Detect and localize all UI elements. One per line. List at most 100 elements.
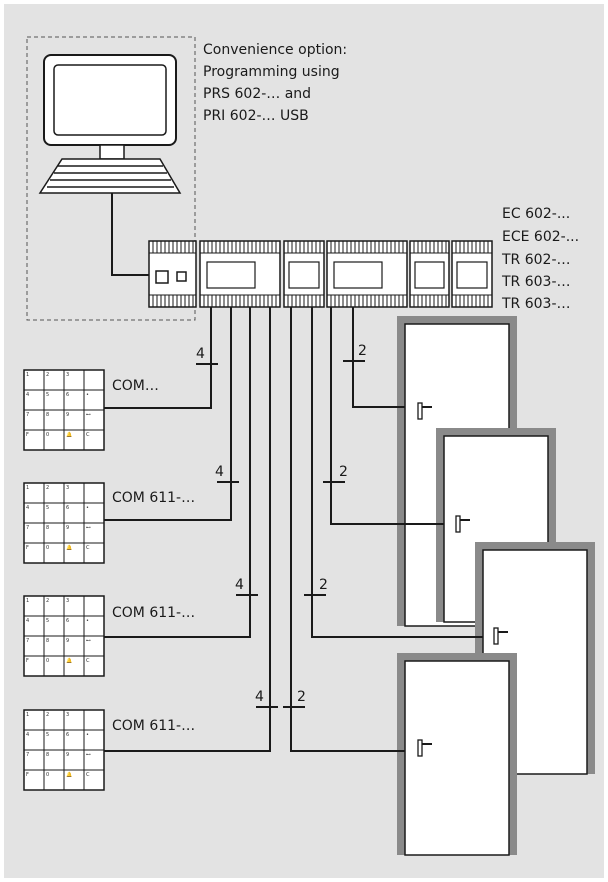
keypad-key: •	[86, 618, 89, 624]
wire-count-labels: 4 4 4 4 2 2 2 2	[196, 343, 367, 705]
convenience-option-box	[26, 36, 196, 321]
keypad-key: 9	[66, 638, 69, 644]
keypad-key: •	[86, 505, 89, 511]
rj45-port-icon	[155, 270, 169, 284]
keypad-key: 3	[66, 598, 69, 604]
keypad-key: C	[86, 772, 90, 778]
keypad-key: F	[26, 432, 29, 438]
keypad-wire-1	[104, 307, 212, 409]
keypad-key: 5	[46, 392, 49, 398]
wire-count-keypad-3: 4	[235, 577, 244, 593]
wire-count-door-3: 2	[319, 577, 328, 593]
keypad-key: 8	[46, 412, 49, 418]
keypad-wire-2	[104, 307, 232, 521]
door-wire-1	[352, 307, 405, 408]
keypad-key: 5	[46, 505, 49, 511]
computer-icon	[38, 54, 182, 194]
keypad-key: 0	[46, 658, 49, 664]
keypad-key: 8	[46, 525, 49, 531]
keypad-key: C	[86, 545, 90, 551]
keypad-key: •	[86, 732, 89, 738]
convenience-line-4: PRI 602-… USB	[203, 108, 309, 124]
keypad-key: 7	[26, 525, 29, 531]
din-rail-modules	[148, 240, 493, 308]
keypad-wire-3	[104, 307, 251, 638]
device-label-tr603-b: TR 603-…	[501, 296, 571, 312]
wire-count-ticks	[196, 360, 365, 708]
keypad-key: 🔔	[66, 771, 72, 778]
keypad-key: 7	[26, 412, 29, 418]
keypad-key: 6	[66, 505, 69, 511]
keypad-wire-4	[104, 307, 271, 752]
convenience-line-2: Programming using	[203, 64, 340, 80]
keypad-key: ⊷	[86, 638, 91, 644]
wire-count-keypad-4: 4	[255, 689, 264, 705]
keypad-label-2: COM 611-…	[112, 490, 195, 506]
convenience-line-3: PRS 602-… and	[203, 86, 311, 102]
keypad-key: ⊷	[86, 752, 91, 758]
device-label-tr602: TR 602-…	[501, 252, 571, 268]
keypad-key: 2	[46, 712, 49, 718]
keypad-key: 0	[46, 545, 49, 551]
door-wire-2	[330, 307, 444, 525]
door-4	[397, 653, 517, 856]
keypad-key: 7	[26, 638, 29, 644]
keypad-key: C	[86, 658, 90, 664]
convenience-option-text: Convenience option: Programming using PR…	[203, 42, 347, 124]
keypad-key: 1	[26, 485, 29, 491]
wire-count-door-4: 2	[297, 689, 306, 705]
keypad-key: 6	[66, 732, 69, 738]
transformer-module-3	[451, 240, 493, 308]
module-vents	[152, 241, 489, 307]
keypad-key: F	[26, 658, 29, 664]
keypad-key: 🔔	[66, 544, 72, 551]
keypad-key: 0	[46, 432, 49, 438]
convenience-line-1: Convenience option:	[203, 42, 347, 58]
keypad-key: 3	[66, 372, 69, 378]
keypad-key: 9	[66, 752, 69, 758]
keypad-key: F	[26, 545, 29, 551]
computer-cable	[111, 193, 150, 276]
device-label-ece602: ECE 602-...	[502, 229, 579, 245]
keypad-key: 1	[26, 712, 29, 718]
keypad-wires	[104, 307, 271, 752]
keypad-label-1: COM…	[112, 378, 159, 394]
door-wire-4	[290, 307, 405, 752]
keypad-key: •	[86, 392, 89, 398]
keypad-key: F	[26, 772, 29, 778]
wire-count-door-1: 2	[358, 343, 367, 359]
device-label-ec602: EC 602-...	[502, 206, 570, 222]
keypad-key: 4	[26, 392, 29, 398]
keypad-key: 4	[26, 618, 29, 624]
keypad-key: C	[86, 432, 90, 438]
keypad-key: 1	[26, 598, 29, 604]
keypad-key: 1	[26, 372, 29, 378]
door-wires	[290, 307, 483, 752]
keypad-key: 8	[46, 638, 49, 644]
keypad-key: 9	[66, 525, 69, 531]
keypad-label-4: COM 611-…	[112, 718, 195, 734]
keypad-key: 3	[66, 712, 69, 718]
door-handle-icon	[455, 515, 470, 533]
door-handle-icon	[417, 739, 432, 757]
usb-port-icon	[176, 271, 187, 282]
wire-count-door-2: 2	[339, 464, 348, 480]
keypad-key: 5	[46, 732, 49, 738]
wire-count-keypad-2: 4	[215, 464, 224, 480]
door-wire-3	[311, 307, 483, 638]
keypad-label-3: COM 611-…	[112, 605, 195, 621]
keypad-labels: COM… COM 611-… COM 611-… COM 611-…	[112, 378, 195, 734]
keypad-key: 8	[46, 752, 49, 758]
keypad-key: ⊷	[86, 525, 91, 531]
keypad-key: 4	[26, 732, 29, 738]
keypad-key: 9	[66, 412, 69, 418]
door-handle-icon	[493, 627, 508, 645]
keypad-key: 🔔	[66, 431, 72, 438]
keypad-key: 2	[46, 598, 49, 604]
keypad-key: 6	[66, 392, 69, 398]
device-labels: EC 602-... ECE 602-... TR 602-… TR 603-……	[501, 206, 579, 312]
